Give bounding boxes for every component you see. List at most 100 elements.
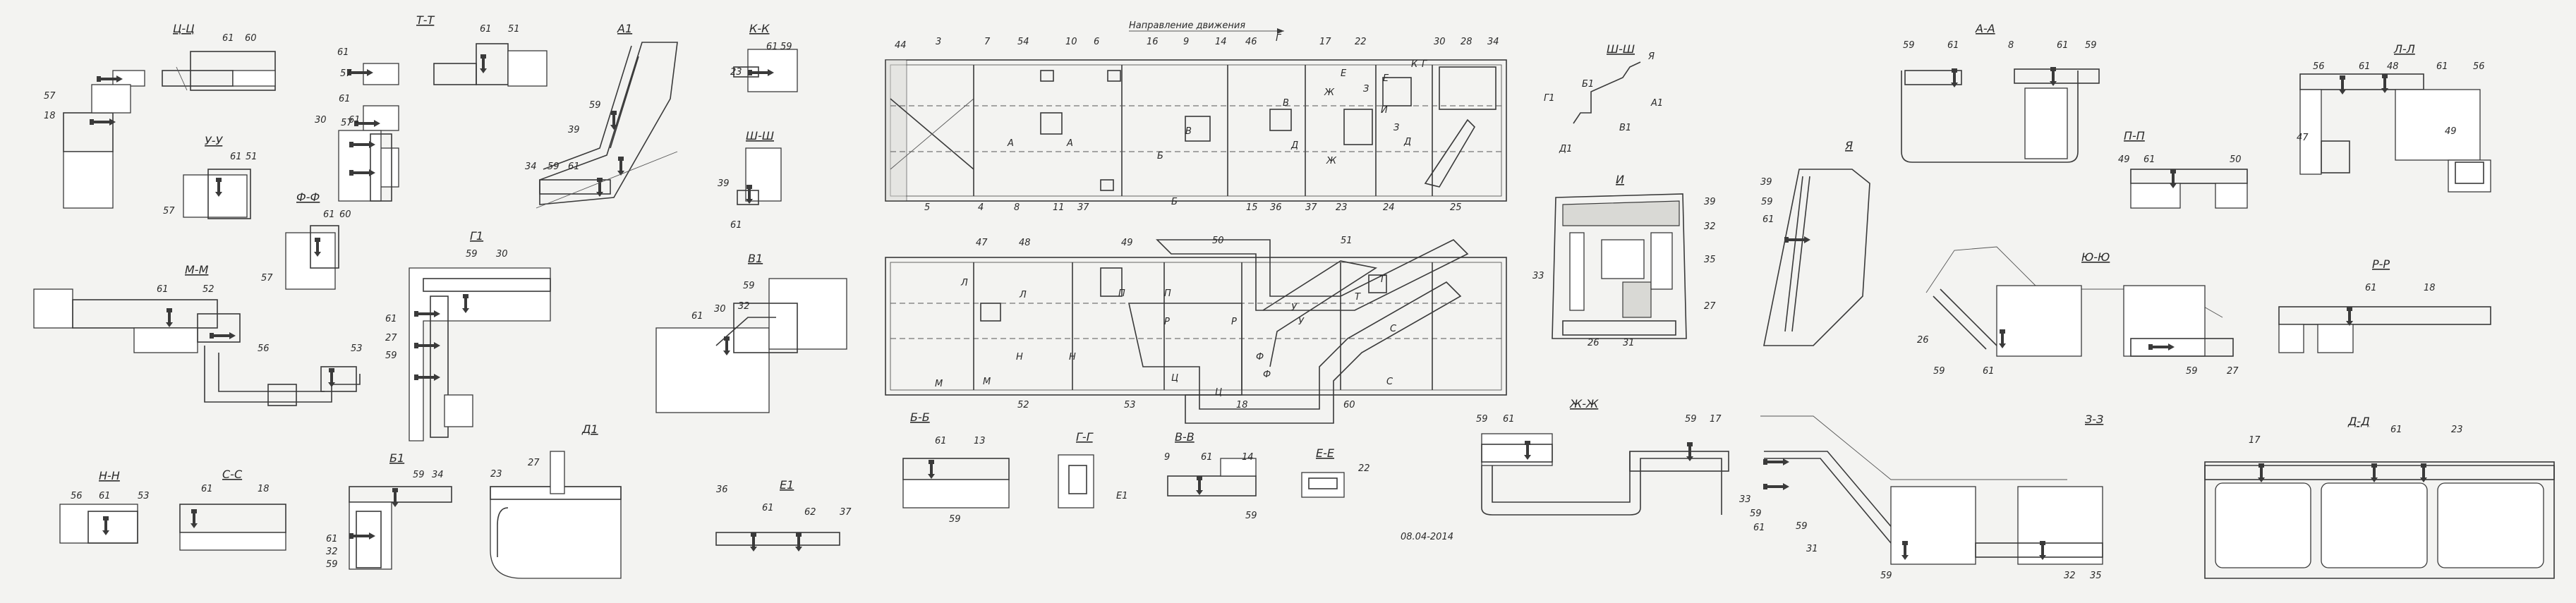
callout: 23 (490, 469, 502, 480)
callout: 61 (480, 24, 492, 35)
plan-letter: А (1066, 138, 1073, 149)
callout: 9 (1183, 37, 1189, 47)
plan-letter: С (1386, 377, 1393, 387)
callout: 59 (589, 100, 601, 111)
callout: 31 (1806, 544, 1818, 554)
section-title: Л-Л (2393, 42, 2415, 56)
drawing-date: 08.04-2014 (1401, 532, 1453, 542)
callout: 9 (1164, 452, 1170, 463)
callout: 26 (1588, 338, 1600, 348)
section-mm: М-М 61 52 56 53 (33, 263, 363, 406)
callout: 33 (1739, 494, 1751, 505)
plan-letter: Н (1069, 352, 1076, 363)
callout: 61 (762, 503, 774, 513)
callout: 57 (261, 273, 273, 284)
callout: А1 (1650, 98, 1663, 109)
callout: 59 (326, 559, 338, 570)
callout: Д1 (1559, 144, 1572, 154)
callout: 27 (2227, 366, 2239, 377)
section-uu: У-У 61 51 57 (163, 134, 258, 219)
callout: 32 (1704, 221, 1716, 232)
callout: 60 (245, 33, 257, 44)
callout: 53 (351, 343, 363, 354)
floor-plan-bottom: 47 48 49 50 51 52 53 18 60 Л Л П П Р Р Т… (885, 236, 1507, 424)
section-pp: П-П 49 61 50 (2118, 129, 2248, 209)
callout: 61 (2143, 154, 2155, 165)
callout: 56 (258, 343, 270, 354)
callout: 5 (924, 202, 930, 213)
callout: 18 (44, 111, 56, 121)
callout: 36 (1270, 202, 1282, 213)
callout: 57 (44, 91, 56, 102)
callout: 61 (1762, 214, 1774, 225)
section-vv: В-В 9 61 14 59 (1164, 430, 1257, 521)
plan-letter: М (983, 377, 991, 387)
callout: 33 (1532, 271, 1544, 281)
callout: 37 (1077, 202, 1089, 213)
callout: 59 (1761, 197, 1773, 207)
callout: 39 (568, 125, 580, 135)
plan-letter: Ц (1171, 373, 1178, 384)
callout: 18 (1236, 400, 1248, 410)
section-v1: В1 61 30 32 59 (655, 252, 847, 413)
callout: 30 (714, 304, 726, 315)
plan-letter: Н (1016, 352, 1023, 363)
plan-letter: Ж (1324, 87, 1335, 98)
callout: 47 (2297, 133, 2309, 143)
section-title: В-В (1175, 430, 1195, 444)
callout: 39 (1704, 197, 1716, 207)
section-ll: Л-Л 56 61 48 61 56 47 49 (2297, 42, 2491, 193)
section-title: С-С (222, 468, 243, 481)
callout: 22 (1355, 37, 1367, 47)
section-title: Т-Т (416, 13, 435, 27)
callout: 61 (337, 47, 349, 58)
plan-letter: Б (1171, 197, 1178, 207)
section-title: К-К (749, 22, 770, 35)
callout: 46 (1245, 37, 1257, 47)
callout: 49 (1121, 238, 1133, 248)
callout: 27 (1704, 301, 1716, 312)
callout: 18 (2424, 283, 2436, 293)
section-shsh-small: Ш-Ш 39 61 (718, 129, 782, 231)
callout: 11 (1053, 202, 1065, 213)
plan-letter: А (1007, 138, 1014, 149)
callout: 35 (2090, 571, 2102, 581)
callout: 61 (730, 220, 742, 231)
callout: 61 (201, 484, 213, 494)
section-title: Ц-Ц (173, 22, 195, 35)
callout: 48 (2387, 61, 2399, 72)
callout: 54 (1017, 37, 1029, 47)
callout: 8 (2008, 40, 2014, 51)
callout: 61 (2057, 40, 2069, 51)
callout: 59 (1685, 414, 1697, 425)
section-title: Ж-Ж (1569, 397, 1599, 410)
callout: 61 (935, 436, 947, 446)
callout: 56 (71, 491, 83, 501)
plan-letter: Т (1355, 292, 1361, 303)
callout: 37 (840, 507, 852, 518)
callout: 22 (1358, 463, 1370, 474)
callout: 25 (1450, 202, 1462, 213)
callout: 61 (1947, 40, 1959, 51)
plan-letter: И (1381, 105, 1388, 116)
section-title: Я (1844, 139, 1853, 152)
callout: 59 (1903, 40, 1915, 51)
plan-letter: В (1283, 98, 1289, 109)
callout: 60 (1343, 400, 1355, 410)
callout: 49 (2118, 154, 2130, 165)
callout: 61 (385, 314, 397, 324)
plan-letter: Е (1341, 68, 1347, 79)
section-shsh-big: Ш-Ш Я Б1 Г1 В1 А1 Д1 (1544, 42, 1663, 154)
callout: 61 (1503, 414, 1515, 425)
callout: 3 (936, 37, 941, 47)
section-gg: Г-Г Е1 (1058, 430, 1128, 508)
callout: Г (1276, 33, 1282, 44)
section-zhzh: Ж-Ж 59 61 59 17 (1476, 397, 1729, 516)
callout: 16 (1147, 37, 1159, 47)
callout: 50 (1212, 236, 1224, 246)
section-i-big: И 39 32 35 33 27 26 31 (1532, 173, 1716, 348)
callout: 30 (1434, 37, 1446, 47)
plan-letter: П (1164, 288, 1171, 299)
section-title: З-З (2085, 413, 2103, 426)
